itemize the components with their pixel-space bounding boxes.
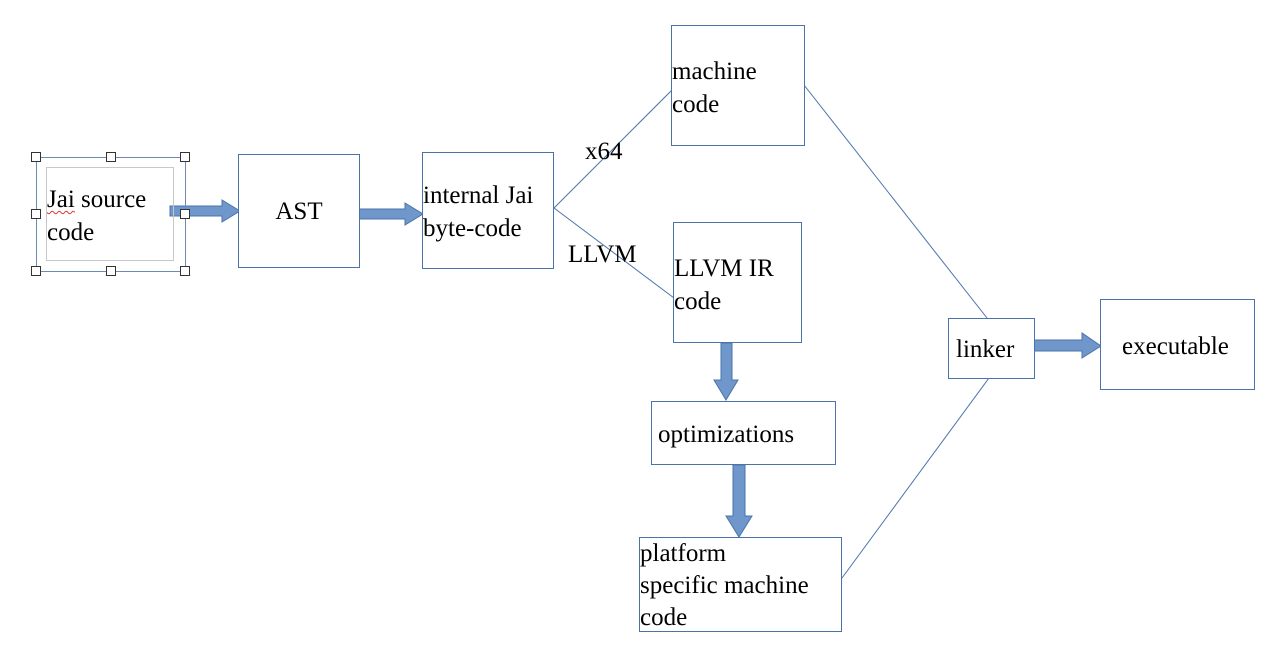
bytecode-box[interactable]: internal Jai byte-code <box>422 152 554 269</box>
arrow-linker-to-executable <box>1033 332 1102 359</box>
linker-box[interactable]: linker <box>948 318 1035 379</box>
platform-code-line1: platform <box>640 540 727 567</box>
arrow-source-to-ast <box>169 199 241 223</box>
resize-handle-icon[interactable] <box>106 152 116 162</box>
resize-handle-icon[interactable] <box>180 266 190 276</box>
edge-label-x64: x64 <box>585 138 623 165</box>
machine-code-box[interactable]: machine code <box>671 25 805 146</box>
llvm-ir-line2: code <box>674 288 722 315</box>
jai-source-word1: Jai <box>47 186 75 213</box>
llvm-ir-line1: LLVM IR <box>674 255 774 282</box>
executable-label: executable <box>1122 333 1229 360</box>
ast-label: AST <box>275 197 323 225</box>
optimizations-box[interactable]: optimizations <box>651 401 836 465</box>
llvm-ir-box[interactable]: LLVM IR code <box>673 222 802 343</box>
resize-handle-icon[interactable] <box>31 152 41 162</box>
edge-platform-code-to-linker <box>841 377 990 579</box>
executable-box[interactable]: executable <box>1100 299 1255 390</box>
ast-box[interactable]: AST <box>238 154 360 268</box>
edge-bytecode-to-llvm-ir <box>553 207 675 299</box>
jai-source-line1-rest: source <box>74 186 147 213</box>
edge-bytecode-to-machine-code <box>553 89 673 209</box>
resize-handle-icon[interactable] <box>31 266 41 276</box>
resize-handle-icon[interactable] <box>31 209 41 219</box>
resize-handle-icon[interactable] <box>180 152 190 162</box>
jai-source-line2: code <box>47 219 95 246</box>
arrow-ast-to-bytecode <box>358 202 424 226</box>
platform-code-box[interactable]: platform specific machine code <box>639 537 842 632</box>
platform-code-line3: code <box>640 604 688 631</box>
resize-handle-icon[interactable] <box>106 266 116 276</box>
optimizations-label: optimizations <box>658 421 795 448</box>
arrow-llvm-ir-to-optimizations <box>713 342 739 401</box>
resize-handle-icon[interactable] <box>180 209 190 219</box>
linker-label: linker <box>956 336 1015 363</box>
bytecode-line2: byte-code <box>423 215 522 242</box>
machine-code-line1: machine <box>672 58 757 85</box>
jai-source-textbox[interactable] <box>46 167 174 261</box>
arrow-optimizations-to-platform-code <box>725 464 753 538</box>
bytecode-line1: internal Jai <box>423 182 534 209</box>
platform-code-line2: specific machine <box>640 572 809 599</box>
edge-machine-code-to-linker <box>803 84 988 319</box>
machine-code-line2: code <box>672 91 720 118</box>
edge-label-llvm: LLVM <box>568 241 637 268</box>
jai-source-label[interactable]: Jai source code <box>47 183 177 249</box>
